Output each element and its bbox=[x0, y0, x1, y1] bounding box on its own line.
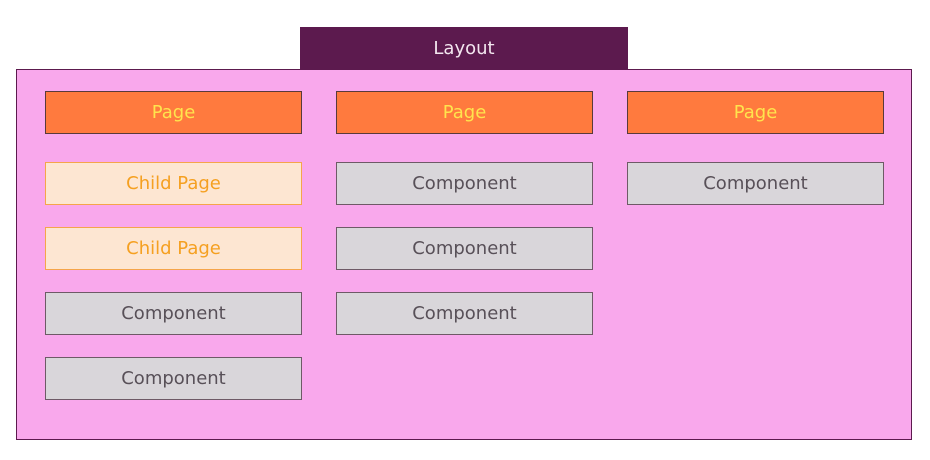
child-page-box: Child Page bbox=[45, 227, 302, 270]
page-box: Page bbox=[45, 91, 302, 134]
page-box: Page bbox=[336, 91, 593, 134]
component-box: Component bbox=[336, 227, 593, 270]
layout-label: Layout bbox=[300, 27, 628, 69]
component-box: Component bbox=[336, 292, 593, 335]
page-box: Page bbox=[627, 91, 884, 134]
child-page-box: Child Page bbox=[45, 162, 302, 205]
layout-container: Page Child Page Child Page Component Com… bbox=[16, 69, 912, 440]
component-box: Component bbox=[627, 162, 884, 205]
component-box: Component bbox=[45, 292, 302, 335]
component-box: Component bbox=[45, 357, 302, 400]
component-box: Component bbox=[336, 162, 593, 205]
